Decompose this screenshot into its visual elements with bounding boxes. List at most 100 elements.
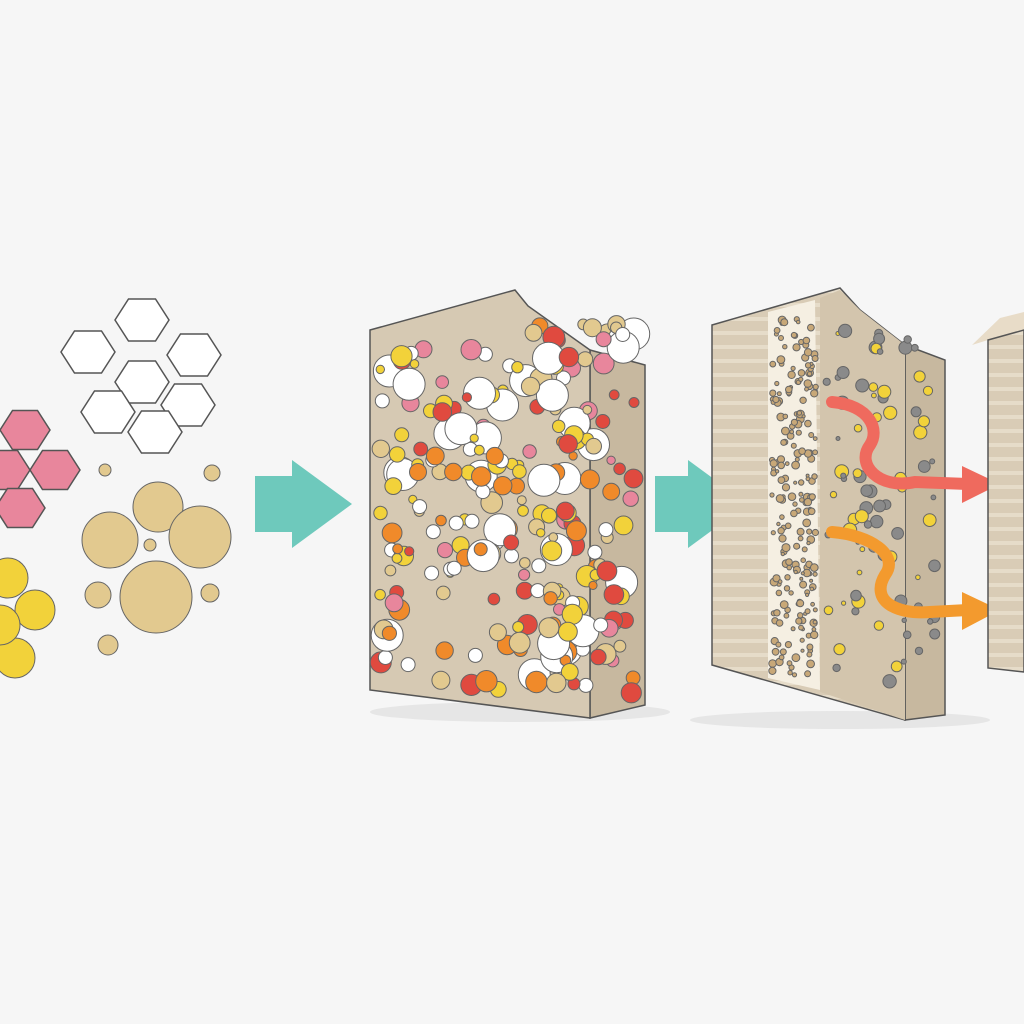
filler-particle [914, 646, 924, 656]
pore [776, 521, 781, 527]
pore [773, 327, 781, 334]
embedded-particle [371, 439, 390, 458]
embedded-particle [520, 376, 541, 396]
pore [793, 542, 801, 550]
filler-particle [868, 382, 879, 392]
pore [783, 585, 791, 592]
pore [791, 460, 800, 470]
embedded-particle [446, 560, 462, 576]
pore [775, 641, 782, 648]
pore [807, 507, 816, 516]
embedded-particle [623, 468, 644, 489]
pore [799, 637, 805, 643]
embedded-particle [603, 584, 625, 605]
embedded-particle [504, 548, 519, 564]
embedded-particle [404, 546, 415, 557]
embedded-particle [463, 376, 496, 410]
embedded-particle [464, 513, 480, 529]
pore [791, 653, 801, 663]
embedded-particle [613, 462, 626, 476]
filler-particle [910, 343, 919, 352]
pore [793, 480, 798, 485]
pore [796, 527, 805, 536]
embedded-particle [431, 670, 451, 690]
pore [804, 608, 811, 615]
embedded-particle [598, 522, 614, 538]
block-1-particles [369, 315, 651, 704]
embedded-particle [475, 670, 498, 693]
tan-sphere-particle [203, 464, 221, 482]
pore [779, 648, 787, 656]
pore [784, 574, 791, 581]
embedded-particle [381, 625, 397, 641]
pore [784, 461, 790, 467]
embedded-particle [555, 501, 575, 521]
pore [777, 527, 785, 535]
block-2-side [904, 343, 946, 721]
yellow-particle [0, 604, 21, 646]
pore [790, 331, 798, 339]
filler-particle [852, 468, 863, 479]
pore [802, 518, 812, 528]
embedded-particle [400, 657, 416, 673]
pore [808, 432, 815, 438]
pore [798, 447, 806, 456]
pore [805, 592, 810, 598]
pore [795, 319, 801, 325]
embedded-particle [488, 623, 507, 642]
pore [799, 580, 808, 589]
filler-particle [917, 415, 931, 428]
pore [787, 670, 793, 676]
embedded-particle [435, 375, 450, 389]
embedded-particle [384, 593, 404, 613]
pore [778, 335, 784, 341]
pore [779, 600, 789, 609]
filler-particle [922, 385, 934, 396]
embedded-particle [552, 419, 566, 433]
pore [811, 528, 820, 537]
pore [774, 380, 780, 387]
embedded-particle [473, 444, 485, 456]
embedded-particle [519, 557, 531, 569]
pore [776, 391, 782, 397]
process-arrow-1 [255, 460, 352, 548]
embedded-particle [392, 367, 426, 401]
pore [784, 641, 793, 649]
pore [775, 589, 783, 597]
embedded-particle [485, 446, 504, 466]
pore [804, 362, 812, 369]
embedded-particle [582, 404, 593, 415]
embedded-particle [596, 560, 618, 582]
pore [776, 355, 786, 365]
pore [809, 586, 815, 592]
filler-particle [873, 499, 886, 513]
filler-particle [860, 484, 874, 498]
filler-particle [832, 663, 841, 673]
pore [769, 389, 777, 397]
tan-sphere-particle [98, 463, 112, 477]
embedded-particle [493, 476, 513, 496]
pore [810, 389, 819, 398]
pore [807, 323, 815, 332]
pore [812, 619, 818, 625]
pore [768, 659, 777, 668]
embedded-particle [467, 647, 483, 663]
filler-particle [903, 335, 912, 344]
pore [781, 483, 791, 492]
pore [801, 546, 808, 553]
raw-materials-cluster [0, 298, 232, 679]
embedded-particle [593, 617, 609, 633]
embedded-particle [424, 565, 440, 581]
pore [798, 479, 805, 486]
filler-particle [877, 384, 892, 399]
filler-particle [859, 546, 866, 553]
pore [788, 590, 794, 596]
pink-hexagon-particle [0, 487, 46, 529]
pore [792, 501, 798, 507]
pore [771, 647, 780, 656]
embedded-particle [524, 323, 543, 342]
embedded-particle [585, 437, 603, 455]
pore [806, 528, 813, 535]
filler-particle [853, 423, 863, 433]
filler-particle [850, 589, 862, 602]
